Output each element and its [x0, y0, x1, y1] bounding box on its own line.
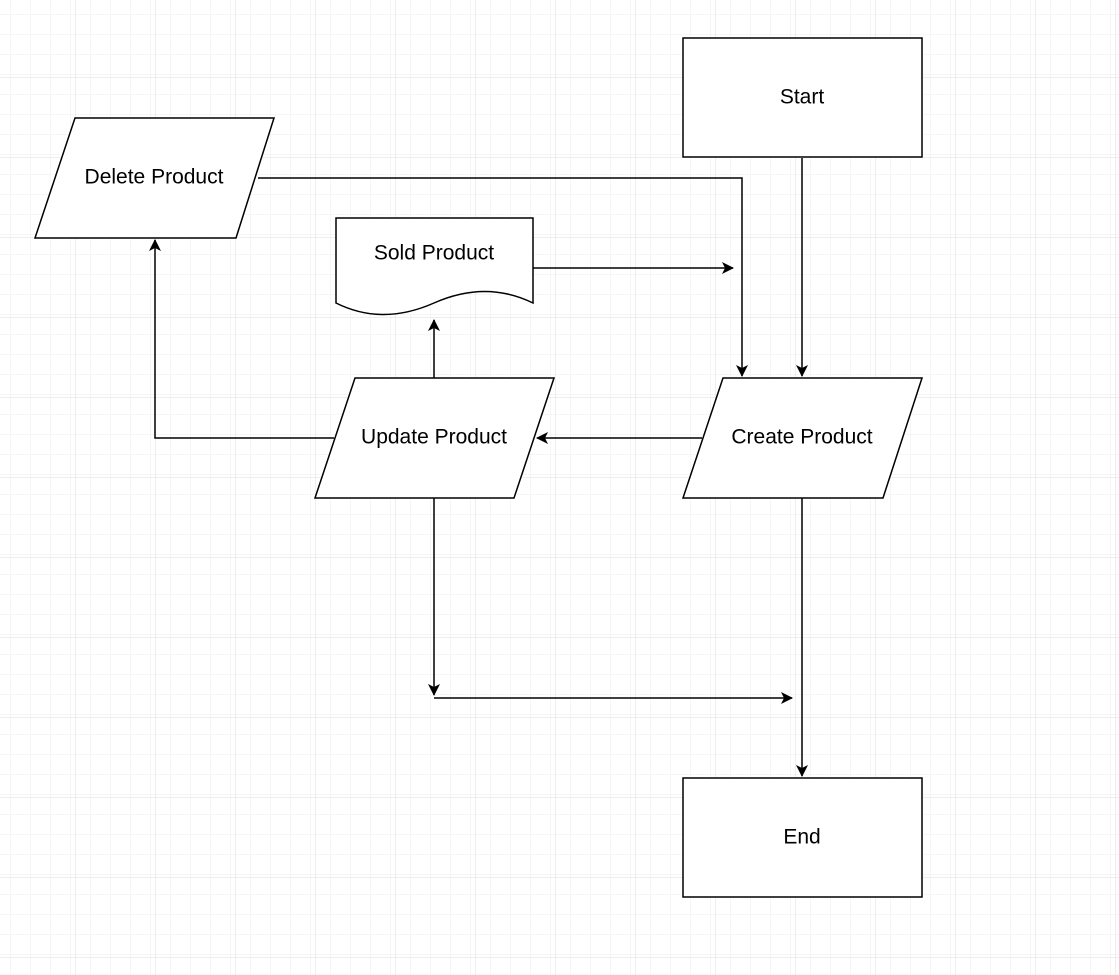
delete-product-label: Delete Product	[85, 166, 224, 189]
start-shape	[682, 37, 923, 158]
node-create-product[interactable]: Create Product	[681, 377, 924, 499]
sold-product-label: Sold Product	[374, 242, 494, 265]
edges	[149, 158, 808, 777]
sold-product-shape	[335, 217, 534, 316]
edge-delete-product-to-create-product[interactable]	[258, 177, 748, 377]
node-end[interactable]: End	[682, 777, 923, 898]
node-update-product[interactable]: Update Product	[313, 377, 556, 499]
node-delete-product[interactable]: Delete Product	[33, 117, 276, 239]
end-shape	[682, 777, 923, 898]
end-label: End	[783, 826, 820, 849]
create-product-shape	[681, 377, 924, 499]
create-product-label: Create Product	[731, 426, 872, 449]
start-label: Start	[780, 86, 825, 109]
update-product-shape	[313, 377, 556, 499]
update-product-label: Update Product	[361, 426, 507, 449]
edge-update-product-to-delete-product[interactable]	[149, 239, 334, 439]
node-start[interactable]: Start	[682, 37, 923, 158]
delete-product-shape	[33, 117, 276, 239]
node-sold-product[interactable]: Sold Product	[335, 217, 534, 316]
